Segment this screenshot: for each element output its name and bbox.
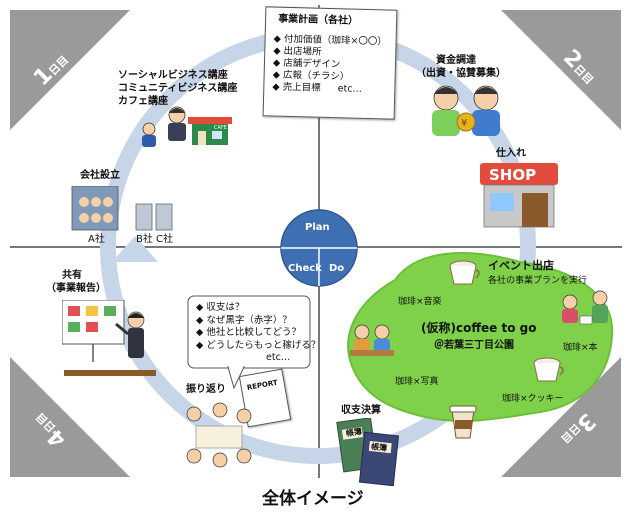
list-item: ◆ 他社と比較してどう？ (196, 327, 302, 338)
funding-title: 資金調達 (436, 55, 476, 66)
company-a-label: A社 (88, 234, 105, 245)
music-people-illustration (350, 324, 394, 356)
company-buildings-illustration (71, 186, 173, 231)
funding-illustration: ¥ (432, 85, 500, 136)
meeting-people-illustration (186, 402, 252, 468)
presentation-illustration (62, 300, 156, 376)
event-theme-music: 珈琲×音楽 (398, 297, 442, 307)
do-label: Do (329, 263, 345, 274)
diagram-caption: 全体イメージ (262, 489, 364, 509)
event-theme-cookies: 珈琲×クッキー (502, 394, 564, 404)
shop-sign: SHOP (489, 166, 536, 184)
cafe-sign: CAFE (214, 125, 227, 131)
purchasing-title: 仕入れ (496, 148, 526, 159)
event-place: ＠若葉三丁目公園 (434, 340, 514, 351)
list-item: ◆ 売上目標 etc… (272, 81, 363, 95)
list-item: ◆ なぜ黒字（赤字）？ (196, 314, 292, 326)
seminar-item: ソーシャルビジネス講座 (118, 70, 228, 81)
sharing-title: 共有 (62, 270, 82, 281)
ledger-label-2: 帳簿 (370, 442, 388, 453)
seminar-illustration: CAFE (142, 106, 232, 147)
seminar-item: コミュニティビジネス講座 (118, 83, 238, 94)
event-theme-books: 珈琲×本 (563, 343, 598, 353)
reading-people-illustration (562, 290, 608, 325)
seminar-list: ソーシャルビジネス講座 コミュニティビジネス講座 カフェ講座 (118, 69, 237, 108)
seminar-item: カフェ講座 (118, 96, 168, 107)
event-name: (仮称)coffee to go (421, 321, 537, 335)
svg-text:¥: ¥ (461, 118, 467, 129)
funding-subtitle: （出資・協賛募集） (416, 68, 506, 79)
settlement-title: 収支決算 (341, 405, 381, 416)
report-label: REPORT (246, 378, 279, 392)
business-plan-title: 事業計画（各社） (277, 13, 359, 27)
ledger-books-illustration (336, 418, 400, 487)
company-c-label: C社 (156, 234, 173, 245)
pdca-center-circle (280, 209, 358, 287)
reflection-speech-bubble (187, 295, 311, 390)
cycle-arrowhead (112, 236, 158, 262)
business-plan-sheet: 事業計画（各社） ◆ 付加価値（珈琲×〇〇） ◆ 出店場所 ◆ 店舗デザイン ◆… (262, 6, 398, 120)
check-label: Check (288, 263, 322, 274)
list-item: ◆ どうしたらもっと稼げる？ (196, 339, 321, 351)
sharing-subtitle: （事業報告） (46, 283, 106, 294)
shop-illustration: SHOP (480, 163, 558, 228)
list-item: ◆ 収支は？ (196, 302, 245, 313)
reflection-questions: ◆ 収支は？ ◆ なぜ黒字（赤字）？ ◆ 他社と比較してどう？ ◆ どうしたらも… (196, 302, 320, 365)
corner-triangle-4 (10, 357, 130, 477)
takeout-cup-icon (449, 405, 477, 439)
event-title: イベント出店 (488, 259, 554, 272)
coffee-cup-icon (533, 357, 564, 382)
event-subtitle: 各社の事業プランを実行 (488, 276, 588, 286)
coffee-cup-icon (449, 260, 480, 285)
ledger-label-1: 帳簿 (345, 426, 363, 439)
plan-label: Plan (305, 222, 330, 233)
event-theme-photo: 珈琲×写真 (395, 377, 439, 387)
corner-triangle-1 (10, 10, 130, 130)
reflection-title: 振り返り (186, 384, 226, 395)
company-b-label: B社 (136, 234, 153, 245)
business-plan-list: ◆ 付加価値（珈琲×〇〇） ◆ 出店場所 ◆ 店舗デザイン ◆ 広報（チラシ） … (272, 34, 387, 97)
corner-triangle-2 (501, 10, 621, 130)
company-setup-title: 会社設立 (80, 170, 120, 181)
list-item: etc… (266, 352, 291, 363)
